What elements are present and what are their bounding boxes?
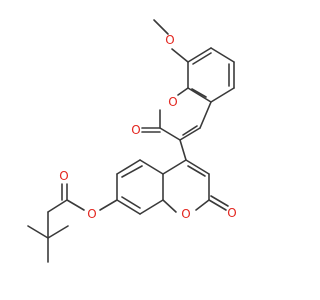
- bond: [208, 199, 227, 211]
- bond: [47, 199, 68, 213]
- methoxy-oxygen: O: [165, 33, 174, 47]
- bond: [187, 165, 206, 177]
- bond: [187, 47, 212, 63]
- bond: [139, 199, 164, 215]
- atom-label: O: [181, 207, 190, 221]
- bond: [162, 199, 177, 213]
- bond: [195, 199, 210, 211]
- atom-label: O: [87, 207, 96, 221]
- bond: [66, 199, 85, 211]
- bond: [162, 159, 187, 175]
- bond: [210, 47, 235, 63]
- ether-oxygen: O: [87, 207, 96, 221]
- ring-oxygen-lower: O: [181, 207, 190, 221]
- atom-labels: O O O O O O O: [59, 33, 236, 221]
- bond: [182, 125, 198, 136]
- bond: [139, 159, 164, 175]
- bond: [121, 165, 143, 178]
- ketone-oxygen: O: [59, 169, 68, 183]
- bond: [192, 52, 212, 65]
- bond: [179, 127, 201, 141]
- bond: [121, 196, 141, 209]
- bond: [210, 87, 235, 103]
- atom-label: O: [131, 123, 140, 137]
- bond: [116, 199, 141, 215]
- atom-label: O: [227, 206, 236, 220]
- atom-label: O: [59, 169, 68, 183]
- ring-oxygen-upper: O: [168, 95, 177, 109]
- bond: [199, 101, 212, 129]
- bond: [47, 225, 69, 239]
- bond: [27, 225, 49, 239]
- bond: [187, 87, 212, 103]
- bond: [191, 88, 207, 98]
- molecule-canvas: O O O O O O O: [27, 19, 237, 263]
- bond: [177, 87, 189, 96]
- bond: [159, 127, 181, 141]
- bonds: [27, 19, 235, 263]
- bond: [210, 195, 229, 207]
- bond: [179, 139, 187, 161]
- carbonyl-oxygen-lower: O: [227, 206, 236, 220]
- carbonyl-oxygen-upper: O: [131, 123, 140, 137]
- atom-label: O: [168, 95, 177, 109]
- bond: [116, 159, 141, 175]
- bond: [171, 48, 189, 63]
- molecule-structure: O O O O O O O: [27, 19, 237, 263]
- bond: [99, 199, 118, 211]
- bond: [185, 159, 210, 175]
- atom-label: O: [165, 33, 174, 47]
- bond: [153, 19, 169, 35]
